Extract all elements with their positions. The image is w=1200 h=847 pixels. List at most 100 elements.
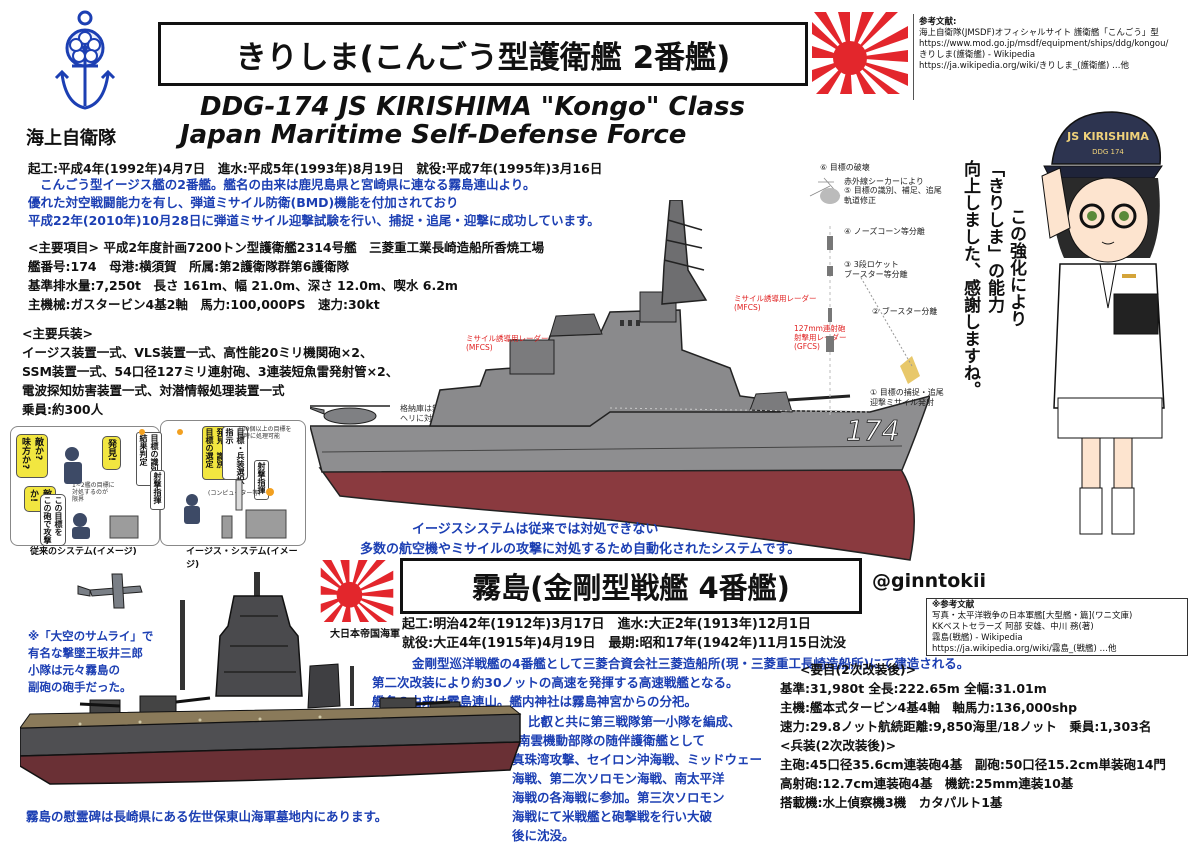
missile-stages-illustration <box>809 177 920 416</box>
weapon-select-bubble: 目標・兵装選択 指示 <box>222 426 248 484</box>
org-name-en: Japan Maritime Self-Defense Force <box>180 120 687 150</box>
stage-2: ② ブースター分離 <box>872 307 938 316</box>
missile-stages-panel: ⑥ 目標の破壊 赤外線シーカーにより ⑤ 目標の識別、補足、追尾 軌道修正 ④ … <box>800 126 950 446</box>
target-judgement-bubble: 目標の識別 結果判定 <box>136 432 162 486</box>
aegis-caption: イージスシステムは従来では対処できない 多数の航空機やミサイルの攻撃に対処するた… <box>360 520 800 560</box>
ijn-ref-line: 霧島(戦艦) - Wikipedia <box>932 633 1023 643</box>
kirishima-battleship-illustration <box>20 572 522 785</box>
spec-line: 速力:29.8ノット航続距離:9,850海里/18ノット 乗員:1,303名 <box>780 719 1152 734</box>
ijn-history: 比叡と共に第三戦隊第一小隊を編成、 南雲機動部隊の随伴護衛艦として 真珠湾攻撃、… <box>512 712 762 845</box>
history-line: 海戦にて米戦艦と砲撃戦を行い大破 <box>512 809 713 824</box>
enemy-or-friend-bubble: 敵か? 味方か? <box>16 434 48 478</box>
fighter-plane-icon <box>77 573 143 609</box>
character-illustration: JS KIRISHIMA DDG 174 <box>1041 111 1165 535</box>
stage-5: ⑤ 目標の識別、補足、追尾 軌道修正 <box>844 186 942 205</box>
ref-line: きりしま(護衛艦) - Wikipedia <box>919 50 1036 60</box>
ijn-dates: 起工:明治42年(1912年)3月17日 進水:大正2年(1913年)12月1日… <box>402 615 846 653</box>
aegis-caption-line: イージスシステムは従来では対処できない <box>412 522 659 537</box>
system-comparison-panel: 敵か? 味方か? 発見! 敵か! この目標を この砲で攻撃 目標の識別 結果判定… <box>10 420 306 570</box>
jmsdf-dates: 起工:平成4年(1992年)4月7日 進水:平成5年(1993年)8月19日 就… <box>28 161 603 176</box>
spec-line: 主機:艦本式タービン4基4軸 軸馬力:136,000shp <box>780 700 1078 715</box>
weapons-heading: <主要兵装> <box>22 326 93 341</box>
ijn-ref-line: 写真・太平洋戦争の日本軍艦[大型艦・篇](ワニ文庫) <box>932 611 1133 621</box>
weapon-line: イージス装置一式、VLS装置一式、高性能20ミリ機関砲×2、 <box>22 345 373 360</box>
author-handle[interactable]: @ginntokii <box>872 570 986 592</box>
stage-6: ⑥ 目標の破壊 <box>820 163 870 172</box>
ijn-references: ※参考文献 写真・太平洋戦争の日本軍艦[大型艦・篇](ワニ文庫) KKベストセラ… <box>926 598 1188 656</box>
kirishima-ship-illustration: 174 <box>310 200 930 561</box>
main-item: 平成2年度計画7200トン型護衛艦2314号艦 三菱重工業長崎造船所香焼工場 <box>103 240 545 255</box>
jmsdf-description: こんごう型イージス艦の2番艦。艦名の由来は鹿児島県と宮崎県に連なる霧島連山より。… <box>28 176 668 230</box>
desc-line: 平成22年(2010年)10月28日に弾道ミサイル迎撃試験を行い、捕捉・追尾・迎… <box>28 213 600 228</box>
ijn-description: 金剛型巡洋戦艦の4番艦として三菱合資会社三菱造船所(現・三菱重工長崎造船所)にて… <box>372 654 969 711</box>
navy-ensign-flag-icon <box>320 560 394 622</box>
history-line: 後に沈没。 <box>512 828 575 843</box>
aegis-system-caption: イージス・システム(イメージ) <box>186 547 298 570</box>
arms-line: 搭載機:水上偵察機3機 カタパルト1基 <box>780 795 1003 810</box>
aegis-fire-control-bubble: 射撃指揮 <box>254 460 269 500</box>
history-line: 真珠湾攻撃、セイロン沖海戦、ミッドウェー <box>512 752 763 767</box>
computer-label: (コンピューター等) <box>208 490 261 497</box>
arms-line: 主砲:45口径35.6cm連装砲4基 副砲:50口径15.2cm単装砲14門 <box>780 757 1166 772</box>
mfcs-label-right: ミサイル誘導用レーダー (MFCS) <box>734 294 817 312</box>
rising-sun-flag-icon <box>812 12 908 94</box>
stage-5-seeker: 赤外線シーカーにより <box>844 177 924 186</box>
desc-line: こんごう型イージス艦の2番艦。艦名の由来は鹿児島県と宮崎県に連なる霧島連山より。 <box>40 177 536 192</box>
old-system-note: 1~2艦の目標に 対処するのが 限界 <box>72 482 115 503</box>
main-item: 基準排水量:7,250t 長さ 161m、幅 21.0m、深さ 12.0m、喫水… <box>28 278 458 293</box>
ref-heading: 参考文献: <box>919 17 957 27</box>
ijn-ref-line: KKベストセラーズ 阿部 安雄、中川 務(著) <box>932 622 1094 632</box>
gfcs-label: 127mm連射砲 射撃用レーダー (GFCS) <box>794 324 847 351</box>
ijn-date-line: 就役:大正4年(1915年)4月19日 最期:昭和17年(1942年)11月15… <box>402 636 846 651</box>
specs-heading: <要目(2次改装後)> <box>800 662 917 677</box>
ref-url[interactable]: https://ja.wikipedia.org/wiki/きりしま_(護衛艦)… <box>919 61 1129 71</box>
chara-speech-2: この強化により <box>1006 208 1026 327</box>
desc-line: 優れた対空戦闘能力を有し、弾道ミサイル防衛(BMD)機能を付加されており <box>28 195 459 210</box>
spec-line: 基準:31,980t 全長:222.65m 全幅:31.01m <box>780 681 1047 696</box>
stage-4: ④ ノーズコーン等分離 <box>844 227 925 236</box>
hull-number: 174 <box>846 414 899 447</box>
attack-target-bubble: この目標を この砲で攻撃 <box>40 494 66 546</box>
aegis-caption-line: 多数の航空機やミサイルの攻撃に対処するため自動化されたシステムです。 <box>360 542 801 557</box>
memorial-note: 霧島の慰霊碑は長崎県にある佐世保東山海軍墓地内にあります。 <box>26 809 388 824</box>
arms-heading: <兵装(2次改装後)> <box>780 738 897 753</box>
mfcs-label-left: ミサイル誘導用レーダー (MFCS) <box>466 334 549 352</box>
ref-line: 海上自衛隊(JMSDF)オフィシャルサイト 護衛艦「こんごう」型 <box>919 28 1159 38</box>
ijn-ref-url[interactable]: https://ja.wikipedia.org/wiki/霧島_(戦艦) …他 <box>932 644 1117 654</box>
ijn-title: 霧島(金剛型戦艦 4番艦) <box>400 558 862 614</box>
cap-sub: DDG 174 <box>1092 148 1124 156</box>
ijn-desc-line: 金剛型巡洋戦艦の4番艦として三菱合資会社三菱造船所(現・三菱重工長崎造船所)にて… <box>412 656 970 671</box>
stage-1: ① 目標の捕捉・追尾 迎撃ミサイル発射 <box>870 388 944 407</box>
jmsdf-references: 参考文献: 海上自衛隊(JMSDF)オフィシャルサイト 護衛艦「こんごう」型 h… <box>913 14 1195 100</box>
samurai-note: ※「大空のサムライ」で 有名な撃墜王坂井三郎 小隊は元々霧島の 副砲の砲手だった… <box>28 629 154 694</box>
ijn-ref-heading: ※参考文献 <box>932 600 975 610</box>
ref-url[interactable]: https://www.mod.go.jp/msdf/equipment/shi… <box>919 39 1169 49</box>
chara-speech: 「きりしま」の能力 向上しました、感謝しますね。 <box>960 160 1004 398</box>
jmsdf-weapons: <主要兵装> イージス装置一式、VLS装置一式、高性能20ミリ機関砲×2、 SS… <box>22 324 398 419</box>
history-line: 比叡と共に第三戦隊第一小隊を編成、 <box>528 714 741 729</box>
clipboard-icon <box>1113 293 1159 335</box>
main-item: 主機械:ガスタービン4基2軸 馬力:100,000PS 速力:30kt <box>28 297 380 312</box>
cap-text: JS KIRISHIMA <box>1066 130 1149 143</box>
jmsdf-main-items: <主要項目> 平成2年度計画7200トン型護衛艦2314号艦 三菱重工業長崎造船… <box>28 238 544 314</box>
weapon-line: SSM装置一式、54口径127ミリ連射砲、3連装短魚雷発射管×2、 <box>22 364 399 379</box>
stage-3: ③ 3段ロケット ブースター等分離 <box>844 260 908 279</box>
history-line: 海戦の各海戦に参加。第三次ソロモン <box>512 790 725 805</box>
weapon-line: 電波探知妨害装置一式、対潜情報処理装置一式 <box>22 383 285 398</box>
kirishima-title: きりしま(こんごう型護衛艦 2番艦) <box>158 22 808 86</box>
ship-designation: DDG-174 JS KIRISHIMA "Kongo" Class <box>200 92 745 122</box>
main-items-heading: <主要項目> <box>28 240 99 255</box>
aegis-note: 100個以上の目標を 同時に処理可能 <box>238 426 292 440</box>
ijn-specs: <要目(2次改装後)> 基準:31,980t 全長:222.65m 全幅:31.… <box>780 660 1166 812</box>
history-line: 南雲機動部隊の随伴護衛艦として <box>518 733 706 748</box>
ijn-date-line: 起工:明治42年(1912年)3月17日 進水:大正2年(1913年)12月1日 <box>402 617 811 632</box>
arms-line: 高射砲:12.7cm連装砲4基 機銃:25mm連装10基 <box>780 776 1074 791</box>
jmsdf-anchor-emblem-icon <box>54 10 116 110</box>
navy-label: 大日本帝国海軍 <box>330 629 400 640</box>
fire-control-bubble: 射撃指揮 <box>150 470 165 510</box>
system-figures-illustration <box>64 429 287 539</box>
org-name-ja: 海上自衛隊 <box>26 128 116 149</box>
history-line: 海戦、第二次ソロモン海戦、南太平洋 <box>512 771 725 786</box>
detected-bubble: 発見! <box>102 436 121 470</box>
old-system-caption: 従来のシステム(イメージ) <box>30 547 137 557</box>
